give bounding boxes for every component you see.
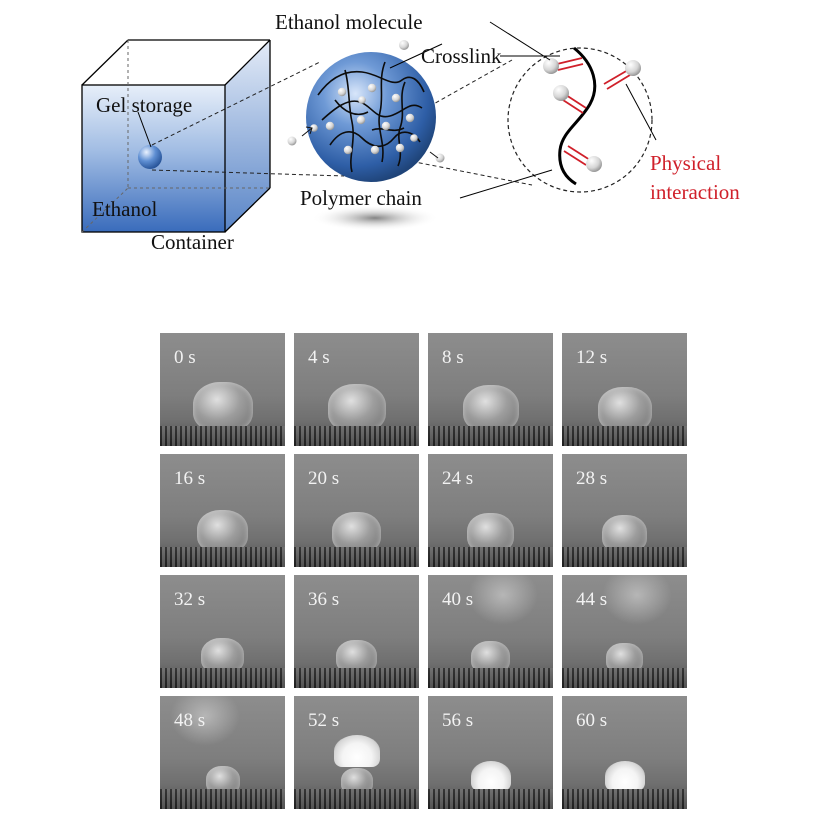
gel-network-sphere [306, 52, 436, 182]
photo-frame: 0 s [160, 333, 285, 446]
flame [471, 761, 511, 791]
gel-sample [193, 382, 253, 432]
photo-frame: 60 s [562, 696, 687, 809]
container-label: Container [151, 230, 234, 254]
gel-sample [328, 384, 386, 432]
zoom-circle [507, 46, 653, 193]
photo-frame: 44 s [562, 575, 687, 688]
photo-frame: 12 s [562, 333, 687, 446]
photo-frame: 4 s [294, 333, 419, 446]
time-label: 56 s [442, 710, 474, 731]
wire-mesh [160, 547, 285, 567]
time-label: 36 s [308, 589, 340, 610]
faint-flame [468, 575, 538, 625]
time-label: 52 s [308, 710, 340, 731]
wire-mesh [428, 789, 553, 809]
physical-label: Physical [650, 151, 721, 175]
gel-sample [467, 513, 514, 553]
gel-sample [598, 387, 652, 432]
wire-mesh [428, 547, 553, 567]
time-label: 60 s [576, 710, 608, 731]
photo-frame: 48 s [160, 696, 285, 809]
wire-mesh [294, 668, 419, 688]
interaction-label: interaction [650, 180, 740, 204]
free-ethanol-molecules [287, 40, 445, 163]
time-label: 44 s [576, 589, 608, 610]
sphere-shadow [311, 205, 439, 231]
burning-sequence-grid: 0 s 4 s 8 s 12 s 16 s 20 s 24 s 28 s 32 s 36 s 40 … [160, 333, 688, 809]
photo-frame: 56 s [428, 696, 553, 809]
photo-frame: 32 s [160, 575, 285, 688]
leader-lines [137, 21, 657, 199]
crosslink-label: Crosslink [421, 44, 502, 68]
photo-frame: 24 s [428, 454, 553, 567]
faint-flame [602, 575, 672, 625]
zoom-lines [151, 59, 533, 186]
molecule-motion-arrows [301, 126, 439, 159]
photo-frame: 52 s [294, 696, 419, 809]
time-label: 48 s [174, 710, 206, 731]
ethanol-molecule-label: Ethanol molecule [275, 10, 423, 34]
gel-bead [138, 145, 162, 169]
gel-sample [332, 512, 381, 553]
wire-mesh [428, 426, 553, 446]
time-label: 8 s [442, 347, 464, 368]
wire-mesh [160, 426, 285, 446]
time-label: 0 s [174, 347, 196, 368]
wire-mesh [562, 426, 687, 446]
time-label: 16 s [174, 468, 206, 489]
time-label: 40 s [442, 589, 474, 610]
gel-storage-schematic: Gel storage Ethanol Container Ethanol mo… [81, 10, 740, 254]
time-label: 28 s [576, 468, 608, 489]
time-label: 12 s [576, 347, 608, 368]
flame [334, 735, 380, 767]
wire-mesh [428, 668, 553, 688]
ethanol-label: Ethanol [92, 197, 157, 221]
wire-mesh [562, 547, 687, 567]
wire-mesh [294, 789, 419, 809]
gel-sample [197, 510, 248, 553]
time-label: 24 s [442, 468, 474, 489]
wire-mesh [160, 789, 285, 809]
photo-frame: 36 s [294, 575, 419, 688]
time-label: 20 s [308, 468, 340, 489]
photo-frame: 16 s [160, 454, 285, 567]
gel-storage-label: Gel storage [96, 93, 192, 117]
wire-mesh [294, 547, 419, 567]
photo-frame: 8 s [428, 333, 553, 446]
wire-mesh [294, 426, 419, 446]
time-label: 4 s [308, 347, 330, 368]
photo-frame: 40 s [428, 575, 553, 688]
gel-sample [463, 385, 519, 432]
faint-flame [170, 696, 240, 746]
photo-frame: 28 s [562, 454, 687, 567]
polymer-chain-label: Polymer chain [300, 186, 422, 210]
photo-frame: 20 s [294, 454, 419, 567]
time-label: 32 s [174, 589, 206, 610]
gel-sample [602, 515, 647, 553]
wire-mesh [562, 668, 687, 688]
flame [605, 761, 645, 791]
wire-mesh [562, 789, 687, 809]
wire-mesh [160, 668, 285, 688]
